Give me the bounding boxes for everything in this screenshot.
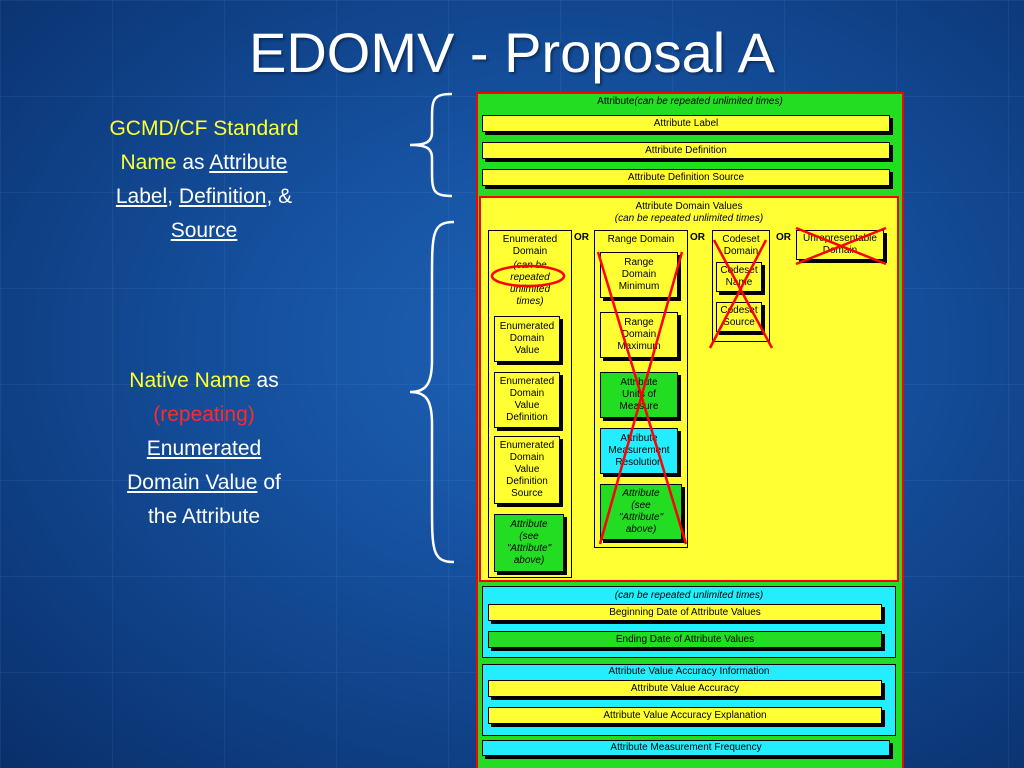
note-definition-word: Definition	[178, 185, 267, 208]
edvd-2: Domain	[509, 388, 545, 399]
rmax-3: Maximum	[617, 341, 661, 352]
note-enumerated-word: Enumerated	[146, 437, 262, 460]
rmin-3: Minimum	[618, 281, 660, 292]
attribute-definition-box: Attribute Definition	[482, 142, 890, 159]
attribute-definition-source-box: Attribute Definition Source	[482, 169, 890, 186]
or-label-1: OR	[574, 232, 589, 243]
codeset-domain-title: Codeset Domain	[712, 234, 770, 258]
rmax-1: Range	[624, 317, 654, 328]
attribute-diagram: Attribute(can be repeated unlimited time…	[476, 92, 906, 768]
rattr-2: (see	[631, 500, 651, 511]
res-3: Resolution	[615, 457, 663, 468]
enum-note-3: unlimited	[509, 284, 551, 295]
res-2: Measurement	[608, 445, 670, 456]
measurement-frequency-box: Attribute Measurement Frequency	[482, 740, 890, 756]
enumerated-domain-title: Enumerated Domain	[488, 234, 572, 258]
note-the-attribute-word: the Attribute	[147, 505, 261, 528]
range-domain-title: Range Domain	[607, 234, 675, 245]
accuracy-info-label: Attribute Value Accuracy Information	[608, 666, 770, 677]
edvs-4: Definition	[506, 476, 548, 487]
edvd-3: Value	[514, 400, 540, 411]
accuracy-explanation-box: Attribute Value Accuracy Explanation	[488, 707, 882, 724]
edvd-1: Enumerated	[499, 376, 555, 387]
enum-note-4: times)	[516, 296, 544, 307]
codeset-title-1: Codeset	[722, 234, 760, 245]
res-1: Attribute	[620, 433, 658, 444]
attribute-header-label: Attribute	[597, 96, 635, 107]
note-native-name: Native Name as (repeating) Enumerated Do…	[78, 364, 330, 534]
note-repeating-word: (repeating)	[153, 403, 255, 426]
note-domain-value-word: Domain Value	[127, 471, 258, 494]
csn-1: Codeset	[720, 265, 758, 276]
note-gcmd-cf: GCMD/CF Standard Name as Attribute Label…	[68, 112, 340, 248]
units-2: Units of	[622, 389, 656, 400]
rattr-3: "Attribute"	[618, 512, 664, 523]
note-of-word: of	[257, 471, 281, 494]
css-2: Source	[723, 317, 755, 328]
note-label-word: Label	[115, 185, 168, 208]
edv-1: Enumerated	[499, 321, 555, 332]
note-name-word: Name	[120, 151, 177, 174]
unrep-2: Domain	[822, 245, 858, 256]
enumerated-domain-title-1: Enumerated	[502, 234, 558, 245]
edvs-3: Value	[514, 464, 540, 475]
attribute-label-box: Attribute Label	[482, 115, 890, 132]
note-native-name-word: Native Name	[129, 369, 251, 392]
rattr-1: Attribute	[622, 488, 660, 499]
dates-note: (can be repeated unlimited times)	[614, 590, 764, 601]
note-attribute-word: Attribute	[209, 151, 288, 174]
rmax-2: Domain	[621, 329, 657, 340]
note-as-word: as	[176, 151, 210, 174]
brace-bottom-icon	[409, 220, 455, 564]
rmin-2: Domain	[621, 269, 657, 280]
slide-title: EDOMV - Proposal A	[249, 21, 775, 84]
red-markup-overlay-icon	[490, 226, 887, 545]
or-label-3: OR	[776, 232, 791, 243]
eattr-4: above)	[513, 555, 545, 566]
enum-note-2: repeated	[510, 272, 550, 283]
ending-date-box: Ending Date of Attribute Values	[488, 631, 882, 648]
note-comma-1: ,	[167, 185, 179, 208]
beginning-date-box: Beginning Date of Attribute Values	[488, 604, 882, 621]
note-source-word: Source	[170, 219, 238, 242]
note-comma-2: , &	[266, 185, 293, 208]
enumerated-attribute-see-above-box: Attribute(see"Attribute"above)	[494, 514, 564, 572]
unrep-1: Unrepresentable	[803, 233, 877, 244]
edvs-2: Domain	[509, 452, 545, 463]
enumerated-domain-title-2: Domain	[512, 246, 548, 257]
edvd-4: Definition	[506, 412, 548, 423]
or-label-2: OR	[690, 232, 705, 243]
edv-2: Domain	[509, 333, 545, 344]
attribute-header-note: (can be repeated unlimited times)	[634, 96, 783, 107]
edvs-1: Enumerated	[499, 440, 555, 451]
rmin-1: Range	[624, 257, 654, 268]
eattr-2: (see	[519, 531, 539, 542]
note-as-word-2: as	[250, 369, 279, 392]
units-1: Attribute	[620, 377, 658, 388]
accuracy-panel	[482, 664, 896, 736]
brace-top-icon	[409, 92, 453, 198]
eattr-3: "Attribute"	[506, 543, 552, 554]
note-gcmd-line: GCMD/CF Standard	[109, 117, 299, 140]
edvs-5: Source	[511, 488, 543, 499]
rattr-4: above)	[625, 524, 657, 535]
codeset-title-2: Domain	[723, 246, 759, 257]
domain-values-note: (can be repeated unlimited times)	[614, 213, 764, 224]
attribute-header: Attribute(can be repeated unlimited time…	[476, 96, 904, 108]
css-1: Codeset	[720, 305, 758, 316]
accuracy-box: Attribute Value Accuracy	[488, 680, 882, 697]
csn-2: Name	[725, 277, 753, 288]
edv-3: Value	[514, 345, 540, 356]
domain-values-title: Attribute Domain Values	[635, 201, 743, 212]
eattr-1: Attribute	[510, 519, 548, 530]
